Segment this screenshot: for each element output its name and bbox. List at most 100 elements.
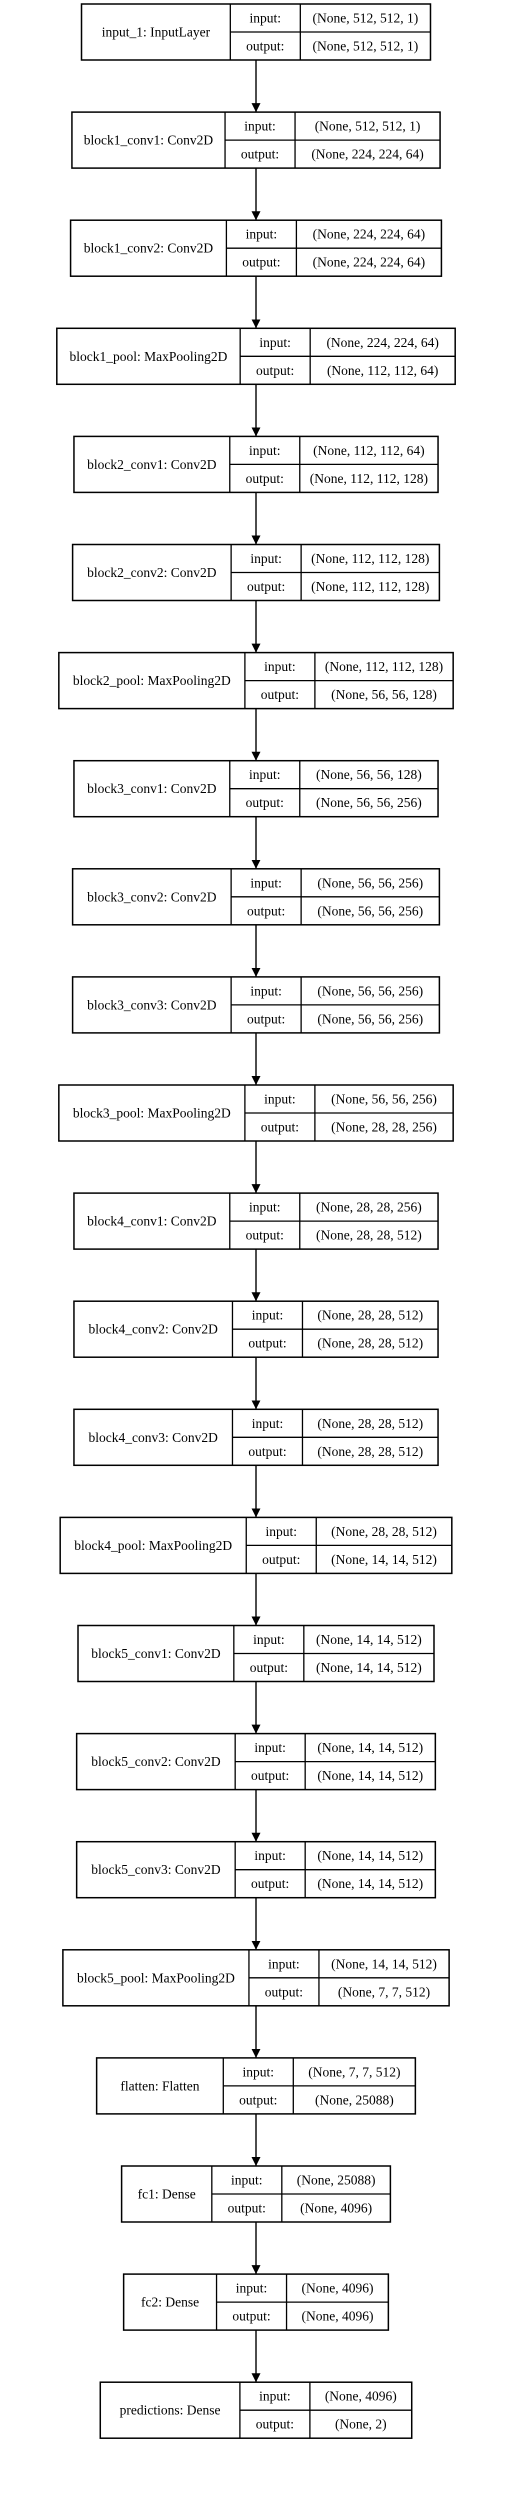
input-label: input: (264, 659, 296, 674)
layer-label: fc1: Dense (138, 2187, 196, 2202)
output-shape: (None, 14, 14, 512) (317, 1768, 423, 1783)
output-shape: (None, 28, 28, 512) (316, 1228, 422, 1243)
output-shape: (None, 28, 28, 512) (317, 1444, 423, 1459)
input-label: input: (250, 551, 282, 566)
output-shape: (None, 224, 224, 64) (311, 147, 423, 162)
layer-label: block3_pool: MaxPooling2D (73, 1106, 231, 1121)
output-shape: (None, 28, 28, 256) (331, 1120, 437, 1135)
input-shape: (None, 4096) (301, 2281, 373, 2296)
output-shape: (None, 14, 14, 512) (317, 1876, 423, 1891)
input-shape: (None, 56, 56, 128) (316, 767, 422, 782)
output-shape: (None, 14, 14, 512) (331, 1552, 437, 1567)
input-shape: (None, 14, 14, 512) (316, 1632, 422, 1647)
layer-label: block3_conv3: Conv2D (87, 997, 217, 1012)
input-shape: (None, 224, 224, 64) (313, 227, 425, 242)
output-shape: (None, 512, 512, 1) (313, 39, 419, 54)
input-shape: (None, 14, 14, 512) (317, 1740, 423, 1755)
input-shape: (None, 512, 512, 1) (315, 119, 421, 134)
layer-node-block4_pool: block4_pool: MaxPooling2Dinput:output:(N… (59, 1516, 453, 1575)
layer-label: block1_conv1: Conv2D (84, 133, 214, 148)
input-label: input: (259, 2389, 291, 2404)
layer-label: predictions: Dense (120, 2403, 221, 2418)
output-shape: (None, 56, 56, 128) (331, 687, 437, 702)
layer-label: block5_conv1: Conv2D (91, 1646, 221, 1661)
input-shape: (None, 112, 112, 64) (313, 443, 424, 458)
layer-node-block1_conv2: block1_conv2: Conv2D input: output: (None, … (69, 219, 443, 277)
input-label: input: (250, 983, 282, 998)
layer-label: block3_conv2: Conv2D (87, 889, 217, 904)
input-label: input: (246, 227, 278, 242)
layer-node-block1_conv1: block1_conv1: Conv2Dinput:output:(None, … (71, 111, 441, 169)
input-label: input: (249, 1200, 281, 1215)
layer-node-block3_conv1: block3_conv1: Conv2D input: output: (None, … (73, 759, 439, 818)
input-shape: (None, 14, 14, 512) (331, 1956, 437, 1971)
layer-node-block5_pool: block5_pool: MaxPooling2Dinput:output:(N… (62, 1949, 450, 2007)
input-label: input: (252, 1416, 284, 1431)
layer-node-input_1: input_1: InputLayer input: output: (None, 5… (80, 3, 432, 61)
output-label: output: (246, 795, 284, 810)
input-shape: (None, 112, 112, 128) (325, 659, 443, 674)
input-shape: (None, 25088) (297, 2173, 376, 2188)
input-shape: (None, 14, 14, 512) (317, 1848, 423, 1863)
layer-node-block3_conv3: block3_conv3: Conv2D input: output: (None, … (71, 976, 441, 1034)
output-label: output: (256, 363, 294, 378)
nodes: input_1: InputLayer input: output: (None, 5… (56, 3, 456, 2439)
output-shape: (None, 56, 56, 256) (317, 1011, 423, 1026)
input-shape: (None, 56, 56, 256) (317, 875, 423, 890)
output-label: output: (247, 579, 285, 594)
input-shape: (None, 7, 7, 512) (308, 2064, 400, 2079)
output-label: output: (265, 1984, 303, 1999)
output-label: output: (251, 1768, 289, 1783)
layer-label: block1_conv2: Conv2D (84, 241, 214, 256)
output-shape: (None, 25088) (315, 2092, 394, 2107)
input-label: input: (243, 2064, 275, 2079)
output-label: output: (261, 1120, 299, 1135)
output-shape: (None, 4096) (301, 2309, 373, 2324)
layer-node-block5_conv1: block5_conv1: Conv2Dinput:output:(None, … (77, 1624, 435, 1683)
layer-label: input_1: InputLayer (102, 25, 211, 40)
layer-node-block4_conv1: block4_conv1: Conv2Dinput:output:(None, … (73, 1192, 439, 1250)
output-label: output: (246, 39, 284, 54)
input-label: input: (252, 1308, 284, 1323)
layer-label: block2_conv1: Conv2D (87, 457, 217, 472)
input-label: input: (244, 119, 276, 134)
output-label: output: (251, 1876, 289, 1891)
layer-node-block3_pool: block3_pool: MaxPooling2D input: output: (N… (58, 1084, 454, 1142)
output-shape: (None, 56, 56, 256) (316, 795, 422, 810)
layer-label: fc2: Dense (141, 2295, 199, 2310)
layer-label: block3_conv1: Conv2D (87, 781, 217, 796)
output-label: output: (256, 2417, 294, 2432)
output-label: output: (239, 2092, 277, 2107)
input-label: input: (249, 767, 281, 782)
layer-label: block1_pool: MaxPooling2D (70, 349, 228, 364)
layer-node-block2_conv2: block2_conv2: Conv2Dinput:output:(None, … (71, 543, 441, 602)
input-label: input: (264, 1092, 296, 1107)
input-label: input: (265, 1524, 297, 1539)
layer-label: block4_conv3: Conv2D (89, 1430, 219, 1445)
output-shape: (None, 56, 56, 256) (317, 903, 423, 918)
input-label: input: (249, 443, 281, 458)
output-label: output: (246, 471, 284, 486)
layer-label: block2_conv2: Conv2D (87, 565, 217, 580)
input-shape: (None, 28, 28, 512) (317, 1308, 423, 1323)
input-label: input: (231, 2173, 263, 2188)
input-label: input: (268, 1956, 300, 1971)
input-shape: (None, 56, 56, 256) (331, 1092, 437, 1107)
layer-label: block4_conv2: Conv2D (89, 1322, 219, 1337)
output-label: output: (248, 1444, 286, 1459)
input-label: input: (250, 11, 282, 26)
layer-node-block5_conv3: block5_conv3: Conv2Dinput:output:(None, … (75, 1840, 437, 1899)
layer-node-block4_conv3: block4_conv3: Conv2D input: output: (None, … (73, 1408, 439, 1467)
output-label: output: (242, 255, 280, 270)
output-label: output: (262, 1552, 300, 1567)
layer-node-block1_pool: block1_pool: MaxPooling2Dinput:output:(N… (56, 327, 456, 386)
input-shape: (None, 512, 512, 1) (313, 11, 419, 26)
output-shape: (None, 28, 28, 512) (317, 1336, 423, 1351)
output-label: output: (247, 1011, 285, 1026)
input-label: input: (254, 1848, 286, 1863)
input-shape: (None, 28, 28, 512) (331, 1524, 437, 1539)
layer-label: block2_pool: MaxPooling2D (73, 673, 231, 688)
